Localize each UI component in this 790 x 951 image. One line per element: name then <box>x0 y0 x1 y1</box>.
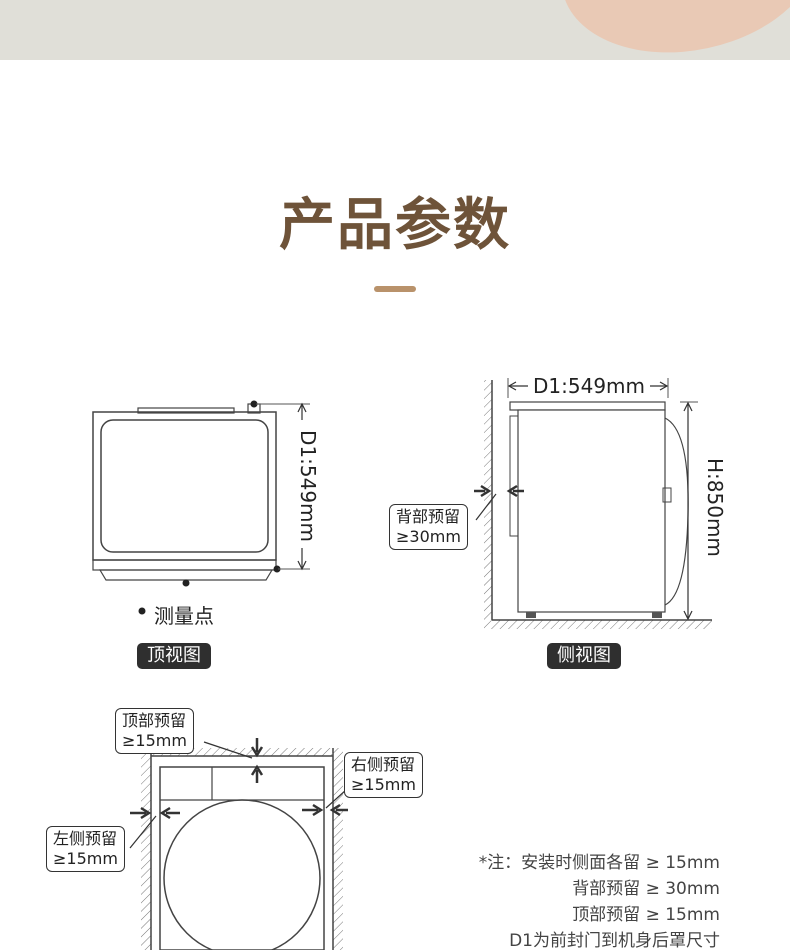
front-view-drawing <box>129 738 348 950</box>
top-view-badge: 顶视图 <box>137 643 211 669</box>
measure-point-icon <box>273 565 281 573</box>
note-line-1: *注：安装时侧面各留 ≥ 15mm <box>478 853 720 873</box>
side-view-drawing <box>474 378 712 629</box>
side-view-height-label: H:850mm <box>703 458 727 557</box>
top-clearance-callout: 顶部预留 ≥15mm <box>115 708 194 754</box>
title-underline <box>374 286 416 292</box>
side-view-depth-label: D1:549mm <box>533 374 646 398</box>
top-view-lid <box>100 419 269 553</box>
note-line-4: D1为前封门到机身后罩尺寸 <box>509 931 720 951</box>
top-view-body <box>92 411 277 561</box>
front-view-body <box>159 766 325 950</box>
legend-dot-icon <box>138 607 146 615</box>
side-view-body <box>517 409 666 613</box>
page-title: 产品参数 <box>279 193 511 258</box>
top-view-dim-label: D1:549mm <box>296 430 320 543</box>
note-line-2: 背部预留 ≥ 30mm <box>572 879 720 899</box>
top-view-drawing <box>92 400 310 615</box>
note-line-3: 顶部预留 ≥ 15mm <box>572 905 720 925</box>
side-view-badge: 侧视图 <box>547 643 621 669</box>
side-view-door <box>664 417 689 606</box>
header-banner-image <box>0 0 790 60</box>
measure-point-icon <box>182 579 190 587</box>
measure-point-icon <box>250 400 258 408</box>
front-view-door <box>163 799 321 950</box>
legend-measure-point: 测量点 <box>154 604 214 628</box>
right-clearance-callout: 右侧预留 ≥15mm <box>344 752 423 798</box>
left-clearance-callout: 左侧预留 ≥15mm <box>46 826 125 872</box>
back-clearance-callout: 背部预留 ≥30mm <box>389 504 468 550</box>
